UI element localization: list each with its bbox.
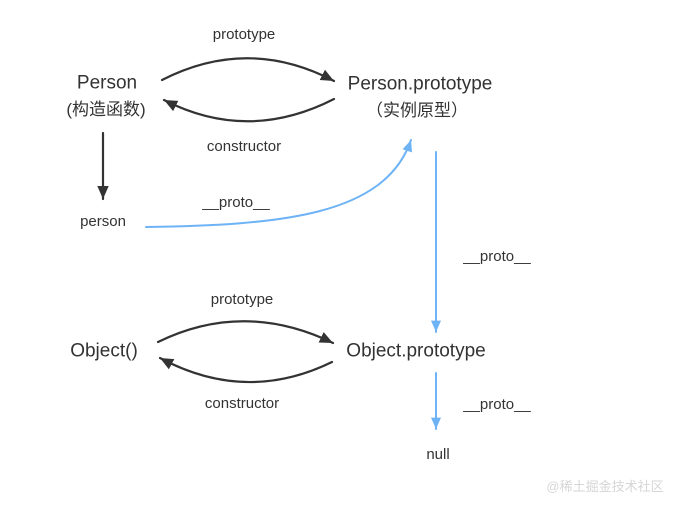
edge-label-proto-person: __proto__ bbox=[202, 194, 270, 211]
edge-label-proto-chain: __proto__ bbox=[463, 248, 531, 265]
prototype-arrow-bottom bbox=[156, 320, 335, 345]
constructor-arrow-top bbox=[162, 97, 336, 123]
edge-label-prototype-bottom: prototype bbox=[210, 291, 274, 308]
node-object-prototype: Object.prototype bbox=[346, 340, 486, 362]
edge-label-prototype-top: prototype bbox=[212, 26, 276, 43]
node-object-constructor: Object() bbox=[70, 340, 138, 362]
edge-label-constructor-bottom: constructor bbox=[204, 395, 280, 412]
constructor-arrow-bottom bbox=[158, 356, 334, 384]
prototype-arrow-top bbox=[160, 57, 336, 83]
edge-label-proto-null: __proto__ bbox=[463, 396, 531, 413]
edge-label-constructor-top: constructor bbox=[206, 138, 282, 155]
node-person-constructor-subtitle: (构造函数) bbox=[66, 99, 146, 119]
watermark-juejin: @稀土掘金技术社区 bbox=[546, 479, 664, 495]
node-person-prototype-title: Person.prototype bbox=[347, 73, 493, 95]
node-person-instance: person bbox=[80, 213, 126, 230]
proto-arrow-person-instance bbox=[145, 139, 413, 228]
node-null: null bbox=[426, 446, 450, 463]
node-person-constructor-title: Person bbox=[76, 72, 138, 94]
node-person-prototype-subtitle: （实例原型） bbox=[366, 100, 468, 120]
